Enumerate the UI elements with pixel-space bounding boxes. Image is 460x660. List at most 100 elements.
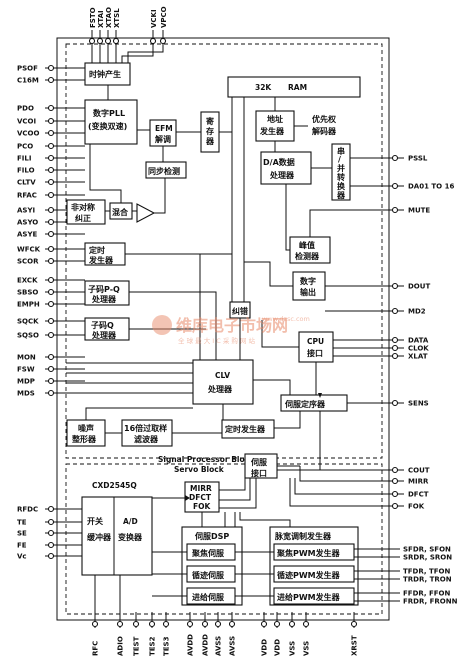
right-pin: DFCT: [389, 491, 429, 499]
left-pin: SQCK: [17, 318, 85, 326]
svg-text:定时: 定时: [88, 245, 105, 255]
svg-text:SQCK: SQCK: [17, 318, 39, 326]
left-pin: FILI: [17, 155, 85, 163]
svg-text:AVSS: AVSS: [215, 636, 223, 656]
svg-text:循迹伺服: 循迹伺服: [191, 570, 225, 580]
svg-text:FSW: FSW: [17, 366, 35, 374]
svg-text:SFDR, SFON: SFDR, SFON: [403, 546, 451, 554]
svg-text:处理器: 处理器: [91, 294, 117, 304]
svg-text:DFCT: DFCT: [189, 493, 212, 502]
bottom-pin: VSS: [303, 612, 311, 656]
asymmetry-correction-block: [66, 199, 106, 225]
left-pin: ASYE: [17, 231, 85, 239]
ram-block: [227, 76, 361, 98]
svg-text:MUTE: MUTE: [408, 207, 430, 215]
svg-text:VDD: VDD: [274, 639, 282, 656]
right-pin: XLAT: [389, 353, 428, 361]
svg-text:处理器: 处理器: [91, 330, 117, 340]
svg-text:SBSO: SBSO: [17, 289, 38, 297]
servo-block-label: Servo Block: [174, 465, 225, 474]
right-pin: DA01 TO 16: [389, 183, 454, 191]
bottom-pin: XRST: [351, 612, 359, 656]
svg-text:RFAC: RFAC: [17, 192, 37, 200]
signal-processor-label: Signal Processor Block: [158, 455, 255, 464]
svg-text:VCOO: VCOO: [17, 130, 40, 138]
left-servo-pin: FE: [17, 542, 57, 550]
svg-text:XLAT: XLAT: [408, 353, 428, 361]
svg-text:VSS: VSS: [289, 641, 297, 656]
svg-text:全 球 最 大 I C 采 购 网 站: 全 球 最 大 I C 采 购 网 站: [178, 336, 256, 345]
svg-text:循迹PWM发生器: 循迹PWM发生器: [276, 570, 341, 580]
svg-text:器: 器: [336, 191, 346, 200]
svg-text:SENS: SENS: [408, 400, 429, 408]
svg-text:缓冲器: 缓冲器: [87, 532, 112, 542]
svg-text:VCKI: VCKI: [150, 9, 158, 28]
timing-generator-2-block: [221, 419, 275, 439]
right-pin: COUT: [389, 467, 430, 475]
servo-output-pin: SFDR, SFON: [389, 546, 451, 554]
clv-processor-block: [192, 359, 254, 405]
servo-output-pin: FFDR, FFON: [389, 590, 451, 598]
svg-text:CLV: CLV: [215, 371, 230, 380]
top-pin: VPCO: [159, 6, 168, 45]
sync-detect-block: [145, 161, 187, 179]
svg-text:纠错: 纠错: [232, 306, 248, 316]
svg-text:32K: 32K: [255, 83, 272, 92]
svg-text:地址: 地址: [267, 114, 283, 124]
svg-text:子码Q: 子码Q: [91, 321, 114, 330]
left-pin: MDP: [17, 378, 85, 386]
svg-text:优先权: 优先权: [312, 114, 337, 124]
servo-output-pin: TRDR, TRON: [389, 576, 452, 584]
svg-text:伺服: 伺服: [250, 457, 268, 467]
svg-text:Vᴄ: Vᴄ: [17, 553, 27, 561]
svg-text:定时发生器: 定时发生器: [224, 424, 266, 434]
digital-pll-block: [84, 99, 138, 145]
svg-text:RAM: RAM: [288, 83, 307, 92]
svg-text:MDS: MDS: [17, 390, 35, 398]
chip-name: CXD2545Q: [92, 481, 137, 490]
svg-text:存: 存: [205, 126, 214, 136]
left-pin: WFCK: [17, 246, 85, 254]
svg-text:并: 并: [337, 163, 345, 173]
svg-text:TE: TE: [17, 519, 27, 527]
svg-text:TRDR, TRON: TRDR, TRON: [403, 576, 452, 584]
svg-text:AVDD: AVDD: [187, 634, 195, 656]
svg-text:16倍过取样: 16倍过取样: [124, 423, 167, 433]
svg-text:FSTO: FSTO: [89, 7, 97, 28]
svg-text:噪声: 噪声: [78, 423, 94, 433]
svg-text:器: 器: [205, 137, 215, 146]
svg-text:PSOF: PSOF: [17, 65, 38, 73]
digital-output-block: [292, 271, 326, 301]
comparator-triangle: [136, 203, 156, 223]
serial-parallel-converter-block: [331, 143, 351, 201]
svg-text:维库电子市场网: 维库电子市场网: [176, 316, 288, 335]
svg-text:时钟产生: 时钟产生: [89, 69, 121, 79]
svg-text:FOK: FOK: [193, 502, 211, 511]
svg-text:SQSO: SQSO: [17, 332, 39, 340]
right-pin: FOK: [389, 503, 425, 511]
svg-text:伺服DSP: 伺服DSP: [194, 531, 229, 541]
svg-text:VSS: VSS: [303, 641, 311, 656]
svg-text:FE: FE: [17, 542, 27, 550]
svg-text:峰值: 峰值: [299, 240, 315, 250]
right-pin: PSSL: [389, 155, 428, 163]
left-servo-pin: TE: [17, 519, 57, 527]
svg-text:EFM: EFM: [155, 124, 173, 133]
svg-text:XRST: XRST: [351, 635, 359, 656]
svg-text:进给PWM发生器: 进给PWM发生器: [277, 592, 341, 602]
subcode-pq-block: [84, 280, 130, 306]
chip-outline: [56, 37, 390, 621]
svg-text:检测器: 检测器: [295, 251, 320, 261]
svg-text:同步检测: 同步检测: [148, 166, 180, 176]
svg-text:www.dzsc.com: www.dzsc.com: [262, 315, 310, 323]
svg-text:滤波器: 滤波器: [134, 434, 159, 444]
svg-text:子码P-Q: 子码P-Q: [88, 285, 120, 294]
svg-text:C16M: C16M: [17, 77, 39, 85]
right-pin: MIRR: [389, 478, 429, 486]
svg-text:PCO: PCO: [17, 143, 33, 151]
svg-text:AVDD: AVDD: [202, 634, 210, 656]
svg-text:MD2: MD2: [408, 308, 426, 316]
